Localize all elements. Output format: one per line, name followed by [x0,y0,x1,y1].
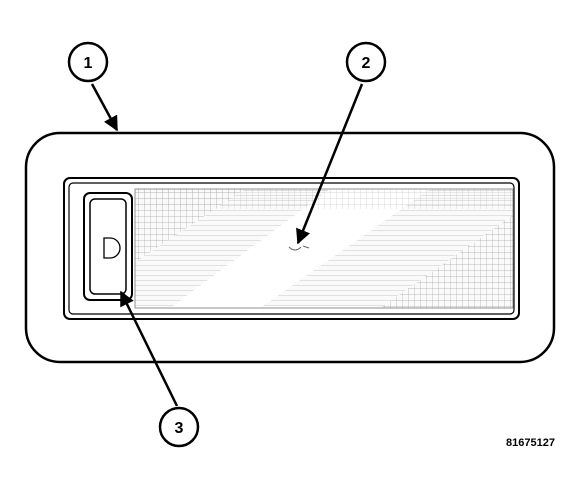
figure-id: 81675127 [506,437,555,449]
leader-2 [296,83,364,245]
switch-knob [103,237,121,259]
callout-1: 1 [67,41,109,83]
svg-text:3: 3 [175,420,184,437]
leader-1 [90,83,119,132]
svg-text:2: 2 [362,55,371,72]
lens-frame-inner [68,182,515,315]
svg-text:1: 1 [84,55,93,72]
callout-3: 3 [158,406,200,448]
callout-2: 2 [345,41,387,83]
leader-3 [119,290,179,407]
bulb-highlight [266,241,334,259]
lens [135,189,513,308]
